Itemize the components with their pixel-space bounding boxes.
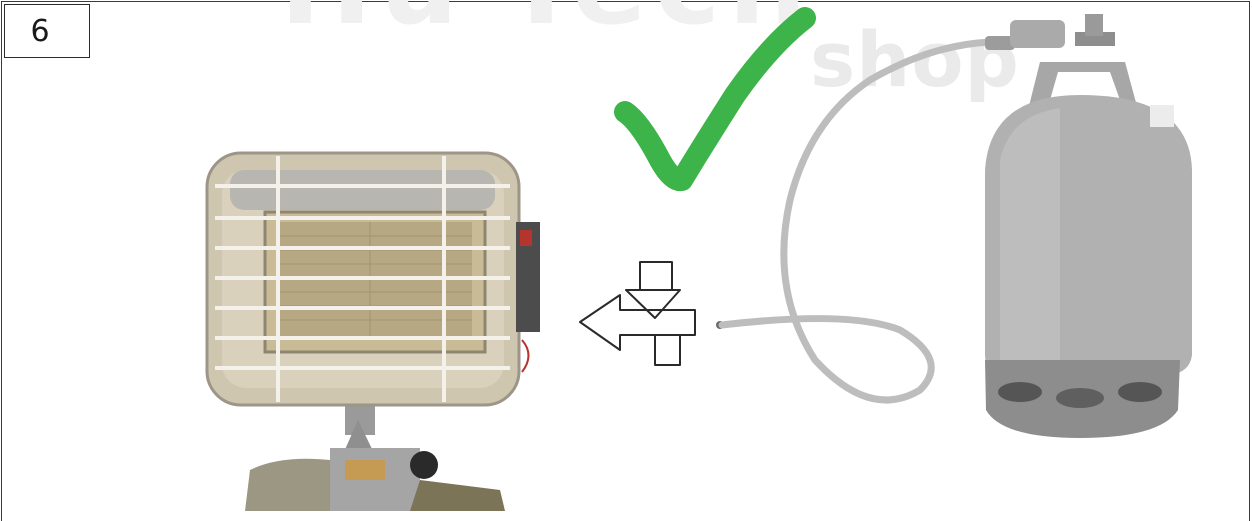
gas-cylinder-icon xyxy=(985,14,1192,438)
arrow-left-icon xyxy=(580,262,695,365)
heater-icon xyxy=(207,153,540,511)
checkmark-icon xyxy=(625,18,805,180)
hose-icon xyxy=(716,42,990,400)
